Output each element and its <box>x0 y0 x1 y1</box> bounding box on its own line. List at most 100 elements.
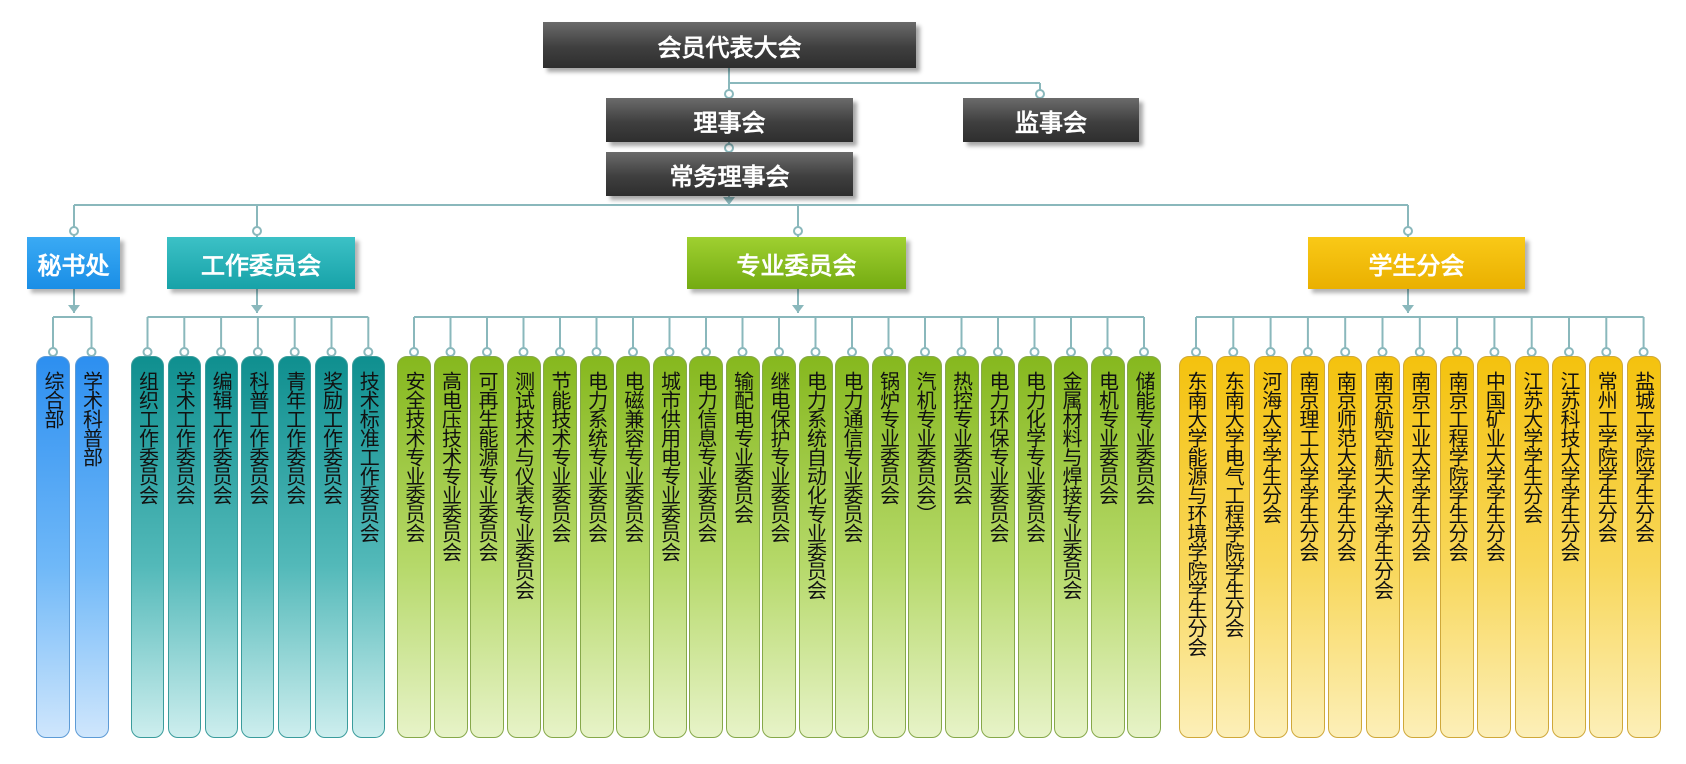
sub-unit-label: 电力环保专业委员会 <box>986 371 1010 542</box>
connector-dot <box>1526 347 1537 357</box>
sub-unit-label: 青年工作委员会 <box>282 371 307 504</box>
sub-unit-3-4: 南京师范大学学生分会 <box>1328 356 1363 738</box>
assembly-node: 会员代表大会 <box>543 22 916 68</box>
connector-dot <box>1452 347 1463 357</box>
sub-unit-label: 电力系统自动化专业委员会 <box>803 371 828 599</box>
group-header-3: 学生分会 <box>1308 237 1525 289</box>
sub-unit-label: 盐城工学院学生分会 <box>1631 371 1656 542</box>
sub-unit-1-4: 青年工作委员会 <box>278 356 312 738</box>
connector-dot <box>48 347 58 357</box>
sub-unit-label: 南京理工大学学生分会 <box>1295 371 1320 561</box>
sub-unit-label: 学术工作委员会 <box>172 371 197 504</box>
connector-dot <box>363 347 374 357</box>
connector-dot <box>179 347 190 357</box>
council-node: 理事会 <box>606 98 853 142</box>
sub-unit-2-5: 电力系统专业委员会 <box>579 356 614 738</box>
sub-unit-2-19: 电机专业委员会 <box>1090 356 1125 738</box>
sub-unit-label: 电力化学专业委员会 <box>1022 371 1047 542</box>
sub-unit-0-0: 综合部 <box>36 356 70 738</box>
sub-unit-label: 输配电专业委员会 <box>730 371 755 523</box>
sub-unit-label: 江苏科技大学学生分会 <box>1557 371 1581 561</box>
connector-dot <box>518 347 529 357</box>
connector-dot <box>1489 347 1500 357</box>
sub-unit-label: 热控专业委员会 <box>949 371 974 504</box>
connector-arrow <box>792 305 804 313</box>
connector-dot <box>445 347 456 357</box>
sub-unit-2-11: 电力系统自动化专业委员会 <box>798 356 833 738</box>
sub-unit-label: 节能技术专业委员会 <box>548 371 572 542</box>
sub-unit-2-13: 锅炉专业委员会 <box>871 356 906 738</box>
sub-unit-label: 继电保护专业委员会 <box>767 371 791 542</box>
connector-dot <box>1414 347 1425 357</box>
sub-unit-2-1: 高电压技术专业委员会 <box>433 356 468 738</box>
connector-dot <box>1302 347 1313 357</box>
sub-unit-3-8: 中国矿业大学学生分会 <box>1477 356 1512 738</box>
sub-unit-2-15: 热控专业委员会 <box>944 356 979 738</box>
sub-unit-1-1: 学术工作委员会 <box>167 356 201 738</box>
sub-unit-label: 江苏大学学生分会 <box>1519 371 1544 523</box>
connector-dot <box>956 347 967 357</box>
sub-unit-1-0: 组织工作委员会 <box>131 356 164 738</box>
sub-unit-2-2: 可再生能源专业委员会 <box>470 356 504 738</box>
sub-unit-2-7: 城市供用电专业委员会 <box>652 356 687 738</box>
sub-unit-label: 学术科普部 <box>79 371 104 466</box>
sub-unit-3-12: 盐城工学院学生分会 <box>1626 356 1661 738</box>
connector-dot <box>701 347 711 357</box>
sub-unit-2-17: 电力化学专业委员会 <box>1017 356 1052 738</box>
sub-unit-1-3: 科普工作委员会 <box>241 356 275 738</box>
connector-dot <box>810 347 821 357</box>
sub-unit-label: 编辑工作委员会 <box>209 371 234 504</box>
connector-dot <box>737 347 748 357</box>
connector-dot <box>1265 347 1276 357</box>
sub-unit-label: 汽机专业委员会） <box>913 371 937 523</box>
group-header-1: 工作委员会 <box>167 237 355 289</box>
sub-unit-2-6: 电磁兼容专业委员会 <box>616 356 650 738</box>
connector-dot <box>326 347 337 357</box>
connector-dot <box>482 347 492 357</box>
sub-unit-label: 河海大学学生分会 <box>1258 371 1283 523</box>
connector-dot <box>724 89 734 99</box>
connector-dot <box>993 347 1003 357</box>
sub-unit-label: 金属材料与焊接专业委员会 <box>1059 371 1083 599</box>
connector-dot <box>1601 347 1612 357</box>
connector-dot <box>252 226 262 236</box>
sub-unit-label: 储能专业委员会 <box>1132 371 1156 504</box>
sub-unit-3-2: 河海大学学生分会 <box>1253 356 1288 738</box>
sub-unit-label: 电力信息专业委员会 <box>694 371 718 542</box>
connector-dot <box>1564 347 1574 357</box>
connector-dot <box>1191 347 1201 357</box>
connector-dot <box>142 347 153 357</box>
sub-unit-2-12: 电力通信专业委员会 <box>835 356 869 738</box>
sub-unit-3-10: 江苏科技大学学生分会 <box>1552 356 1586 738</box>
connector-dot <box>628 347 638 357</box>
sub-unit-label: 技术标准工作委员会 <box>356 371 381 542</box>
sub-unit-label: 奖励工作委员会 <box>319 371 344 504</box>
connector-dot <box>1377 347 1388 357</box>
sub-unit-2-16: 电力环保专业委员会 <box>981 356 1015 738</box>
connector-dot <box>409 347 419 357</box>
connector-dot <box>793 226 803 236</box>
sub-unit-label: 南京工业大学学生分会 <box>1407 371 1432 561</box>
connector-dot <box>86 347 97 357</box>
sub-unit-3-5: 南京航空航天大学学生分会 <box>1365 356 1400 738</box>
sub-unit-3-7: 南京工程学院学生分会 <box>1440 356 1475 738</box>
sub-unit-label: 高电压技术专业委员会 <box>438 371 463 561</box>
sub-unit-3-9: 江苏大学学生分会 <box>1514 356 1549 738</box>
sub-unit-label: 锅炉专业委员会 <box>876 371 901 504</box>
sub-unit-label: 中国矿业大学学生分会 <box>1482 371 1507 561</box>
standing-council-node: 常务理事会 <box>606 152 853 196</box>
connector-dot <box>252 347 263 357</box>
connector-dot <box>1340 347 1351 357</box>
sub-unit-3-11: 常州工学院学生分会 <box>1589 356 1624 738</box>
connector-dot <box>883 347 894 357</box>
connector-dot <box>920 347 930 357</box>
sub-unit-label: 科普工作委员会 <box>245 371 270 504</box>
connector-arrow <box>68 305 80 313</box>
sub-unit-label: 常州工学院学生分会 <box>1594 371 1619 542</box>
connector-dot <box>555 347 565 357</box>
connector-dot <box>664 347 675 357</box>
sub-unit-2-10: 继电保护专业委员会 <box>762 356 796 738</box>
sub-unit-label: 电力系统专业委员会 <box>584 371 609 542</box>
